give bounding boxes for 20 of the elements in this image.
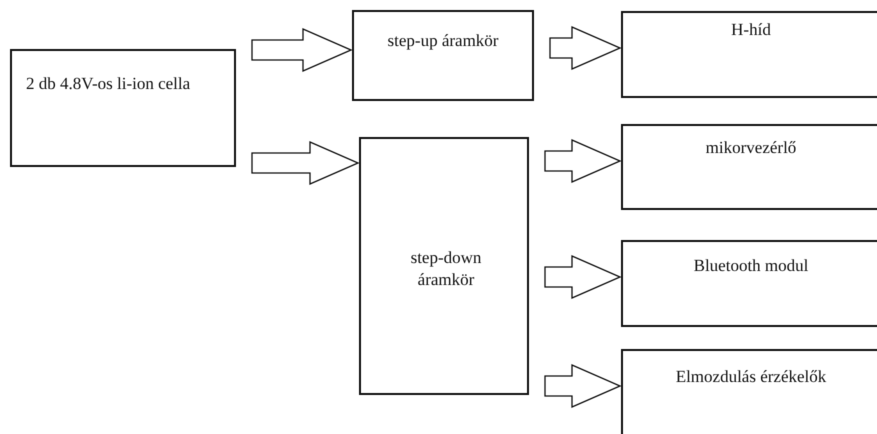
block-box [10, 49, 236, 167]
block-arrow [544, 139, 622, 183]
block-box [352, 10, 534, 101]
box-label: step-down áramkör [410, 247, 482, 291]
block-arrow [544, 255, 622, 299]
box-label: Bluetooth modul [692, 255, 810, 277]
block-box [621, 240, 877, 327]
box-label: H-híd [730, 19, 772, 41]
box-label: mikorvezérlő [704, 137, 798, 159]
block-box [621, 124, 877, 210]
box-label: step-up áramkör [388, 30, 498, 52]
block-arrow [549, 26, 622, 70]
block-arrow [251, 141, 360, 185]
box-label: Elmozdulás érzékelők [674, 366, 828, 388]
block-arrow [544, 364, 622, 408]
block-box [621, 11, 877, 98]
block-box [621, 349, 877, 434]
box-label: 2 db 4.8V-os li-ion cella [26, 73, 190, 95]
block-arrow [251, 28, 353, 72]
block-box [359, 137, 529, 395]
